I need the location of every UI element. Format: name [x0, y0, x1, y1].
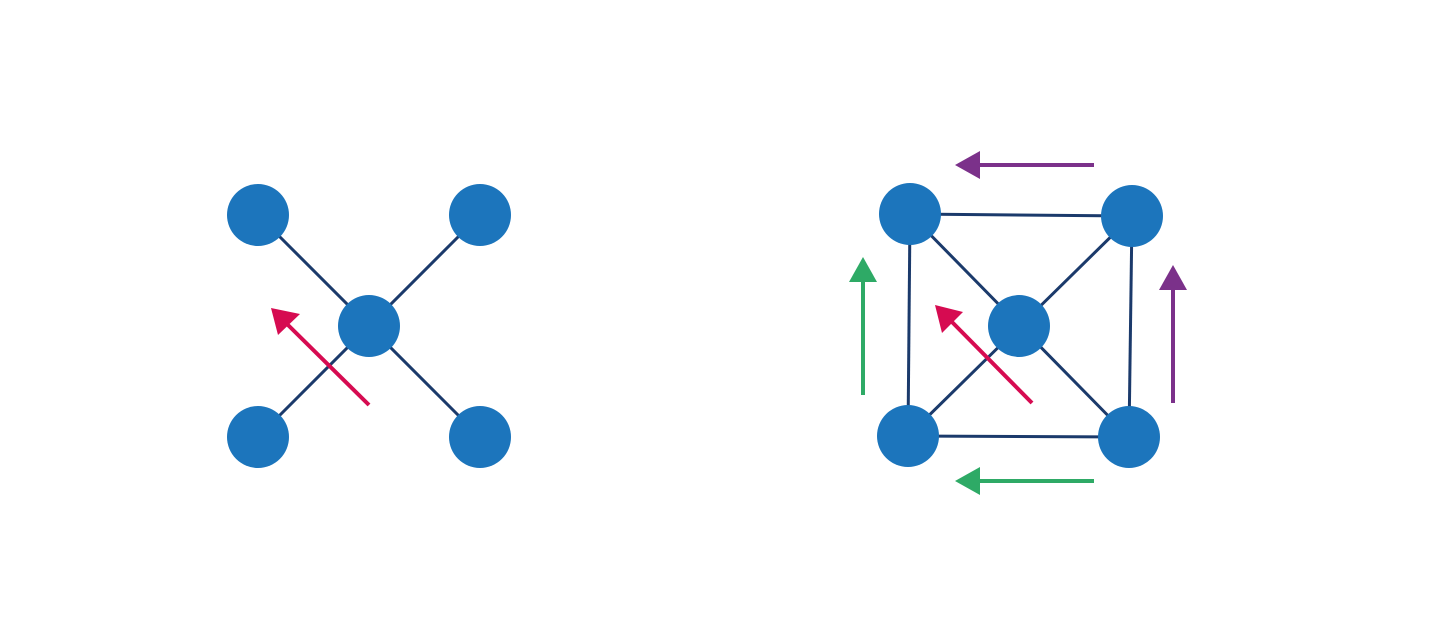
right-diagram [849, 151, 1187, 495]
edge [907, 434, 1130, 439]
edge [1127, 215, 1134, 438]
edge [906, 213, 912, 437]
red-arrow [935, 305, 1034, 405]
node [1101, 185, 1163, 247]
node [227, 406, 289, 468]
purple-arrow-top [955, 151, 1094, 179]
node [227, 184, 289, 246]
center-node [988, 295, 1050, 357]
red-arrow [271, 308, 371, 407]
green-arrow-bottom [955, 467, 1094, 495]
center-node [338, 295, 400, 357]
node [449, 184, 511, 246]
node [879, 183, 941, 245]
right-nodes [877, 183, 1163, 468]
purple-arrow-right [1159, 265, 1187, 403]
arrowhead [935, 305, 963, 333]
node [877, 405, 939, 467]
left-diagram [227, 184, 511, 468]
node [449, 406, 511, 468]
left-nodes [227, 184, 511, 468]
node [1098, 406, 1160, 468]
edge [909, 212, 1133, 218]
arrowhead [271, 308, 300, 335]
green-arrow-left [849, 257, 877, 395]
